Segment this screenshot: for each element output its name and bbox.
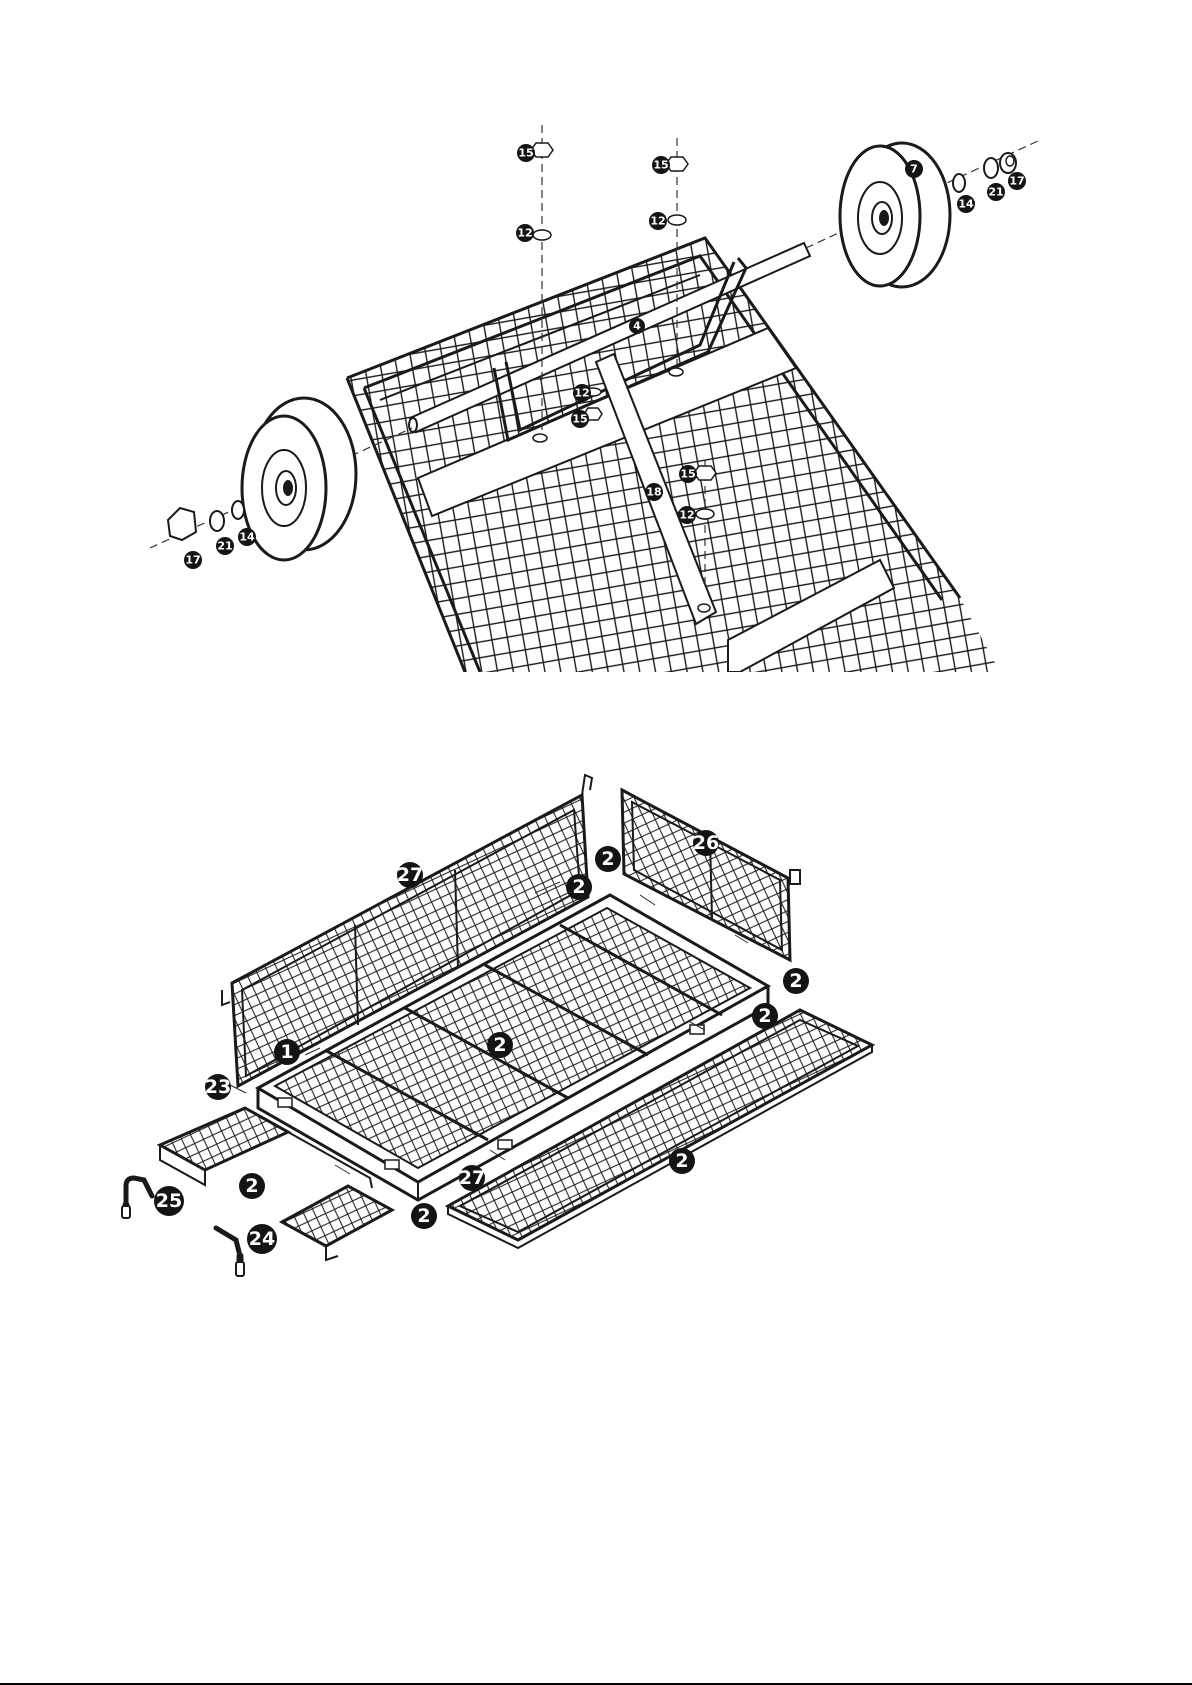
callout-7: 7 [905,160,923,178]
callout-21: 21 [216,537,234,555]
callout-15: 15 [517,144,535,162]
pin-23 [122,1178,152,1218]
svg-text:12: 12 [679,509,694,522]
svg-text:26: 26 [693,832,719,854]
callout-2: 2 [566,874,592,900]
svg-text:2: 2 [758,1005,771,1027]
callout-18: 18 [645,483,663,501]
svg-text:25: 25 [156,1190,182,1212]
axle-wheel-exploded-view [150,125,1040,672]
callout-24: 24 [247,1224,277,1254]
callout-27: 2 [669,1148,695,1174]
svg-text:1: 1 [280,1041,293,1063]
svg-text:14: 14 [239,531,255,544]
callout-2: 27 [459,1165,485,1191]
right-wheel [840,143,950,287]
svg-text:4: 4 [633,320,641,333]
svg-text:12: 12 [650,215,665,228]
tongue-plate-left [160,1108,288,1185]
callout-14: 14 [238,528,256,546]
svg-text:2: 2 [493,1034,506,1056]
svg-text:2: 2 [417,1205,430,1227]
svg-text:17: 17 [1009,175,1024,188]
right-wheel-hardware [953,153,1016,192]
callout-27: 27 [397,862,423,888]
svg-text:27: 27 [459,1167,485,1189]
callout-17: 17 [184,551,202,569]
callout-12: 12 [516,224,534,242]
svg-text:2: 2 [245,1175,258,1197]
svg-text:14: 14 [958,198,974,211]
callout-12: 12 [573,384,591,402]
svg-text:2: 2 [789,970,802,992]
svg-text:21: 21 [988,186,1003,199]
callout-2: 2 [752,1003,778,1029]
callout-2: 2 [595,846,621,872]
callout-12: 12 [678,506,696,524]
callout-25: 2 [239,1173,265,1199]
callout-23: 25 [154,1186,184,1216]
callout-2: 2 [411,1203,437,1229]
callout-12: 12 [649,212,667,230]
callout-15: 15 [652,156,670,174]
svg-text:2: 2 [601,848,614,870]
svg-text:12: 12 [574,387,589,400]
callout-17: 17 [1008,172,1026,190]
svg-text:2: 2 [675,1150,688,1172]
callout-26: 26 [693,830,719,856]
tongue-plate-right [282,1186,392,1260]
callout-15: 15 [571,410,589,428]
svg-text:12: 12 [517,227,532,240]
svg-text:18: 18 [646,486,661,499]
callout-21: 21 [987,183,1005,201]
svg-text:7: 7 [910,163,918,176]
svg-text:21: 21 [217,540,232,553]
callout-2: 1 [274,1039,300,1065]
svg-text:27: 27 [397,864,423,886]
callout-2: 23 [205,1074,231,1100]
left-wheel-hardware [168,501,244,540]
left-wheel [242,398,356,560]
pin-24 [216,1228,244,1276]
callout-15: 15 [679,465,697,483]
callout-14: 14 [957,195,975,213]
svg-text:15: 15 [653,159,668,172]
svg-text:15: 15 [680,468,695,481]
callout-2: 2 [783,968,809,994]
svg-text:24: 24 [249,1228,275,1250]
svg-text:2: 2 [572,876,585,898]
svg-text:17: 17 [185,554,200,567]
callout-4: 4 [629,318,645,334]
svg-text:15: 15 [572,413,587,426]
svg-text:23: 23 [205,1076,231,1098]
callout-1: 2 [487,1032,513,1058]
svg-text:15: 15 [518,147,533,160]
